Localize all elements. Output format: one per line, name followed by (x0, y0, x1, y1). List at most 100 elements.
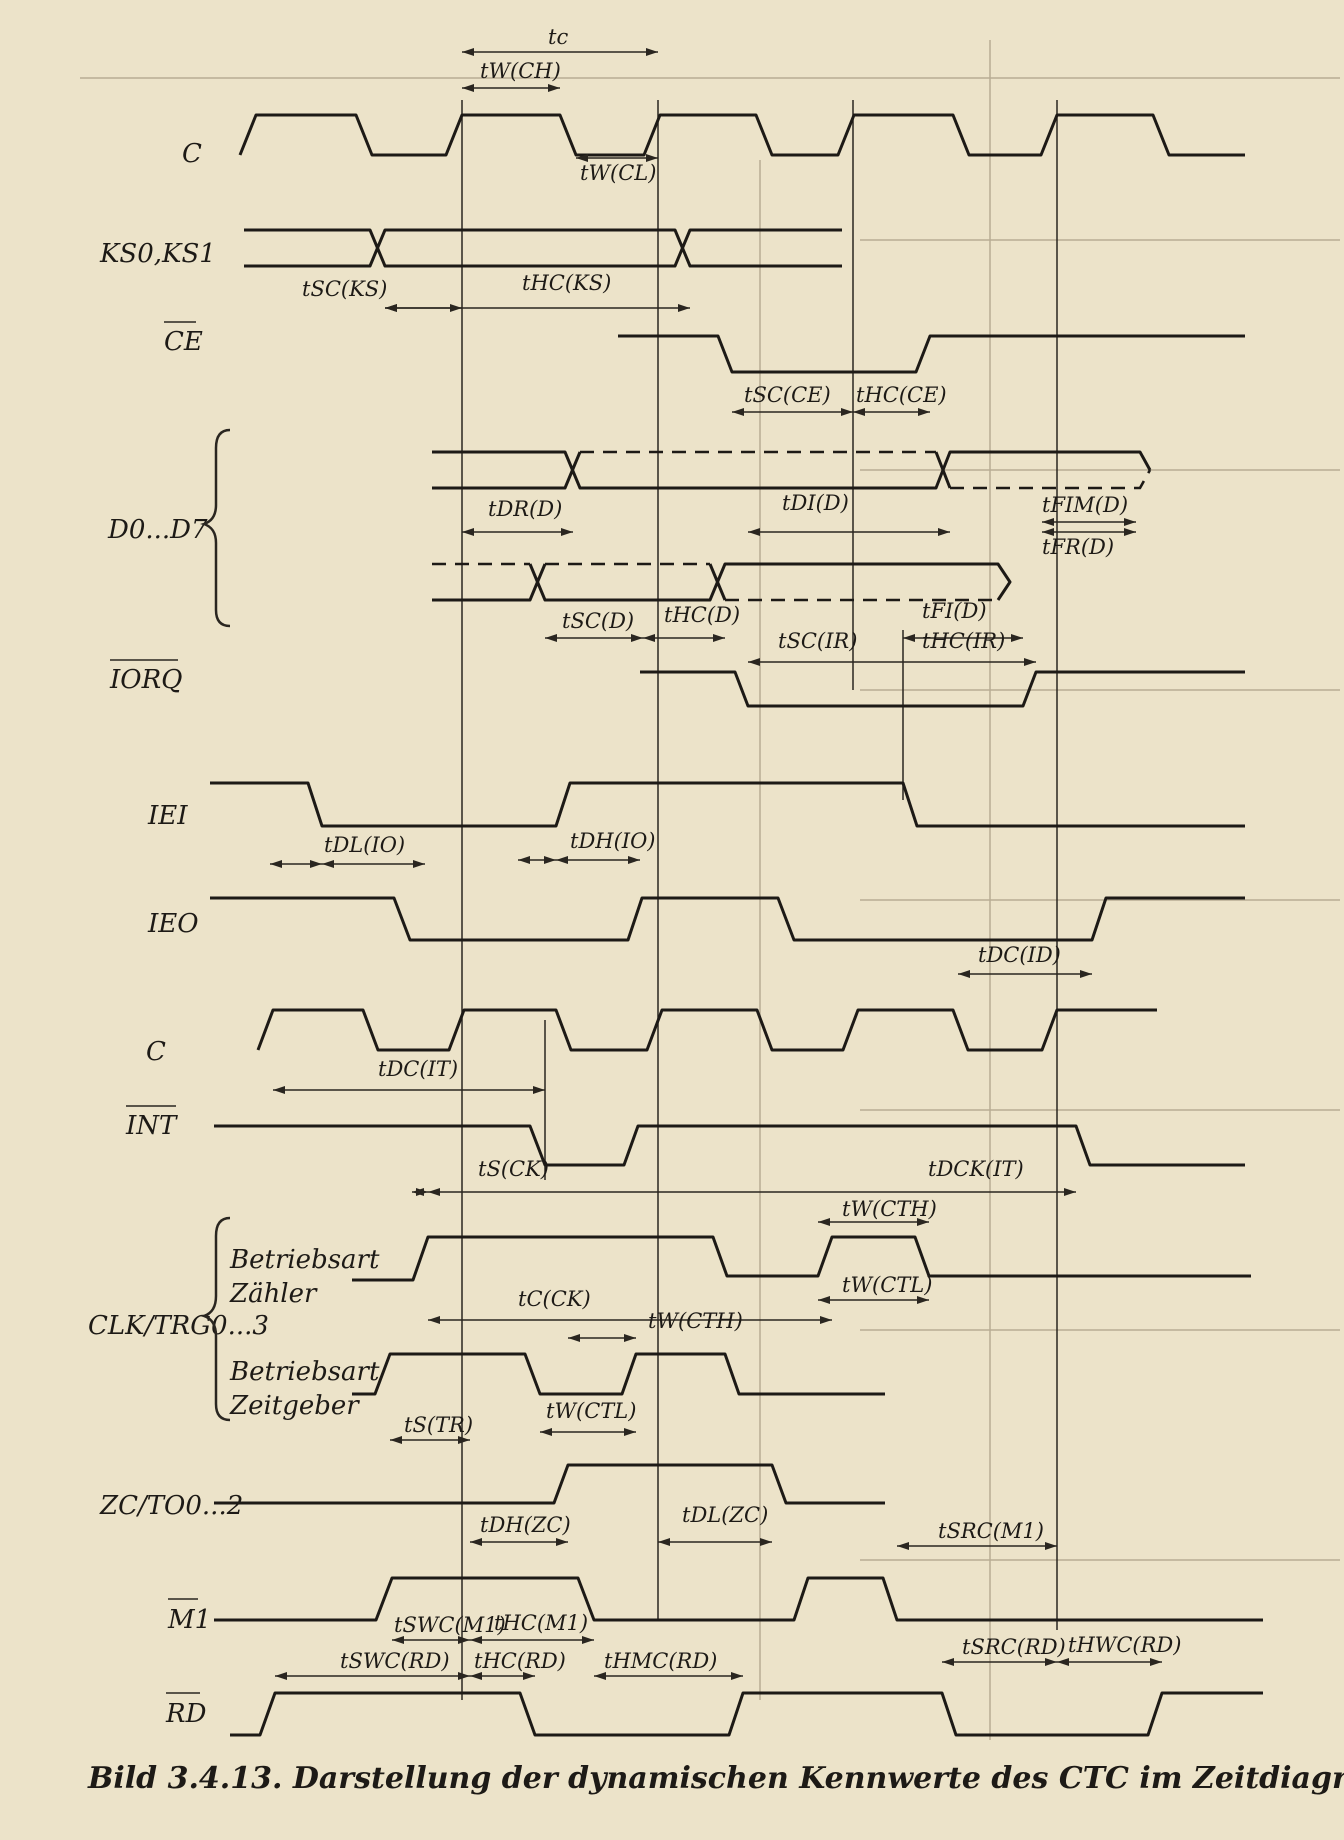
signal-label-iorq: IORQ (109, 665, 182, 695)
param-tdl-io: tDL(IO) (324, 833, 405, 857)
arrowhead (1045, 1658, 1057, 1666)
arrowhead (568, 1334, 580, 1342)
signal-label-c-bottom: C (146, 1037, 166, 1067)
param-tdi-d: tDI(D) (782, 491, 849, 515)
param-tw-ctl-timer: tW(CTL) (546, 1399, 636, 1423)
param-thc-ks: tHC(KS) (522, 271, 611, 295)
arrowhead (273, 1086, 285, 1094)
waveform-zc-to (214, 1463, 885, 1505)
arrowhead (594, 1672, 606, 1680)
arrowhead (523, 1672, 535, 1680)
waveform-ieo (210, 896, 1245, 942)
arrowhead (540, 1428, 552, 1436)
signal-label-ce: CE (164, 327, 203, 357)
arrowhead (1057, 1658, 1069, 1666)
arrowhead (533, 1086, 545, 1094)
param-tdc-id: tDC(ID) (978, 943, 1061, 967)
param-tw-ch: tW(CH) (480, 59, 561, 83)
param-tdh-zc: tDH(ZC) (480, 1513, 571, 1537)
arrowhead (818, 1296, 830, 1304)
arrowhead (561, 528, 573, 536)
arrowhead (643, 634, 655, 642)
param-tdh-io: tDH(IO) (570, 829, 656, 853)
arrowhead (628, 856, 640, 864)
arrowhead (820, 1316, 832, 1324)
reference-lines (461, 100, 1058, 1700)
arrowhead (958, 970, 970, 978)
arrowhead (918, 408, 930, 416)
param-thc-ce: tHC(CE) (856, 383, 947, 407)
arrowhead (646, 48, 658, 56)
signal-labels: C KS0,KS1 CE D0...D7 IORQ IEI IEO C INT … (88, 139, 269, 1729)
arrowhead (731, 1672, 743, 1680)
waveform-data (432, 450, 1152, 602)
param-tfr-d: tFR(D) (1042, 535, 1114, 559)
arrowhead (658, 1538, 670, 1546)
param-tdl-zc: tDL(ZC) (682, 1503, 768, 1527)
param-tsrc-rd: tSRC(RD) (962, 1635, 1066, 1659)
param-tsc-ks: tSC(KS) (302, 277, 387, 301)
arrowhead (392, 1636, 404, 1644)
arrowhead (748, 658, 760, 666)
param-tw-cl: tW(CL) (580, 161, 656, 185)
arrowhead (462, 84, 474, 92)
arrowhead (428, 1188, 440, 1196)
param-ts-tr: tS(TR) (404, 1413, 473, 1437)
mode-labels: Betriebsart Zähler Betriebsart Zeitgeber (229, 1245, 380, 1421)
signal-label-rd: RD (165, 1699, 207, 1729)
param-tfi-d: tFI(D) (922, 599, 987, 623)
arrowhead (646, 154, 658, 162)
waveform-iei (210, 781, 1245, 828)
arrowhead (1045, 1542, 1057, 1550)
arrowhead (544, 856, 556, 864)
arrowhead (853, 408, 865, 416)
arrowhead (678, 304, 690, 312)
arrowhead (1124, 528, 1136, 536)
mode-timer-line1: Betriebsart (229, 1357, 380, 1387)
arrowhead (624, 1334, 636, 1342)
waveform-c-top (238, 113, 1245, 157)
arrowhead (1064, 1188, 1076, 1196)
arrowhead (470, 1672, 482, 1680)
arrowhead (413, 860, 425, 868)
braces (200, 428, 231, 1422)
arrowhead (462, 528, 474, 536)
arrowhead (1011, 634, 1023, 642)
arrowhead (631, 634, 643, 642)
arrowhead (458, 1672, 470, 1680)
waveform-int (214, 1124, 1245, 1167)
waveform-clk-timer (352, 1352, 885, 1396)
arrowhead (897, 1542, 909, 1550)
param-tsc-ir: tSC(IR) (778, 629, 857, 653)
param-tdr-d: tDR(D) (488, 497, 562, 521)
waveform-ce (618, 334, 1245, 374)
brace-clk (200, 1216, 231, 1422)
arrowhead (938, 528, 950, 536)
param-tw-ctl-counter: tW(CTL) (842, 1273, 932, 1297)
signal-label-iei: IEI (147, 801, 188, 831)
arrowhead (942, 1658, 954, 1666)
arrowhead (841, 408, 853, 416)
arrowhead (576, 154, 588, 162)
param-tfim-d: tFIM(D) (1042, 493, 1128, 517)
param-tc-ck: tC(CK) (518, 1287, 591, 1311)
param-thc-rd: tHC(RD) (474, 1649, 566, 1673)
arrowhead (903, 634, 915, 642)
arrowhead (470, 1538, 482, 1546)
arrowhead (818, 1218, 830, 1226)
arrowhead (275, 1672, 287, 1680)
param-tw-cth-counter: tW(CTH) (842, 1197, 937, 1221)
waveform-rd (230, 1691, 1263, 1737)
arrowhead (582, 1636, 594, 1644)
waveform-c-bottom (256, 1008, 1157, 1052)
signal-label-int: INT (125, 1111, 178, 1141)
mode-counter-line2: Zähler (229, 1279, 318, 1309)
arrowhead (458, 1636, 470, 1644)
param-tdck-it: tDCK(IT) (928, 1157, 1024, 1181)
arrowhead (1042, 518, 1054, 526)
arrowhead (732, 408, 744, 416)
background-table-lines (80, 40, 1340, 1740)
waveform-clk-counter (352, 1235, 1251, 1282)
param-thc-ir: tHC(IR) (922, 629, 1005, 653)
